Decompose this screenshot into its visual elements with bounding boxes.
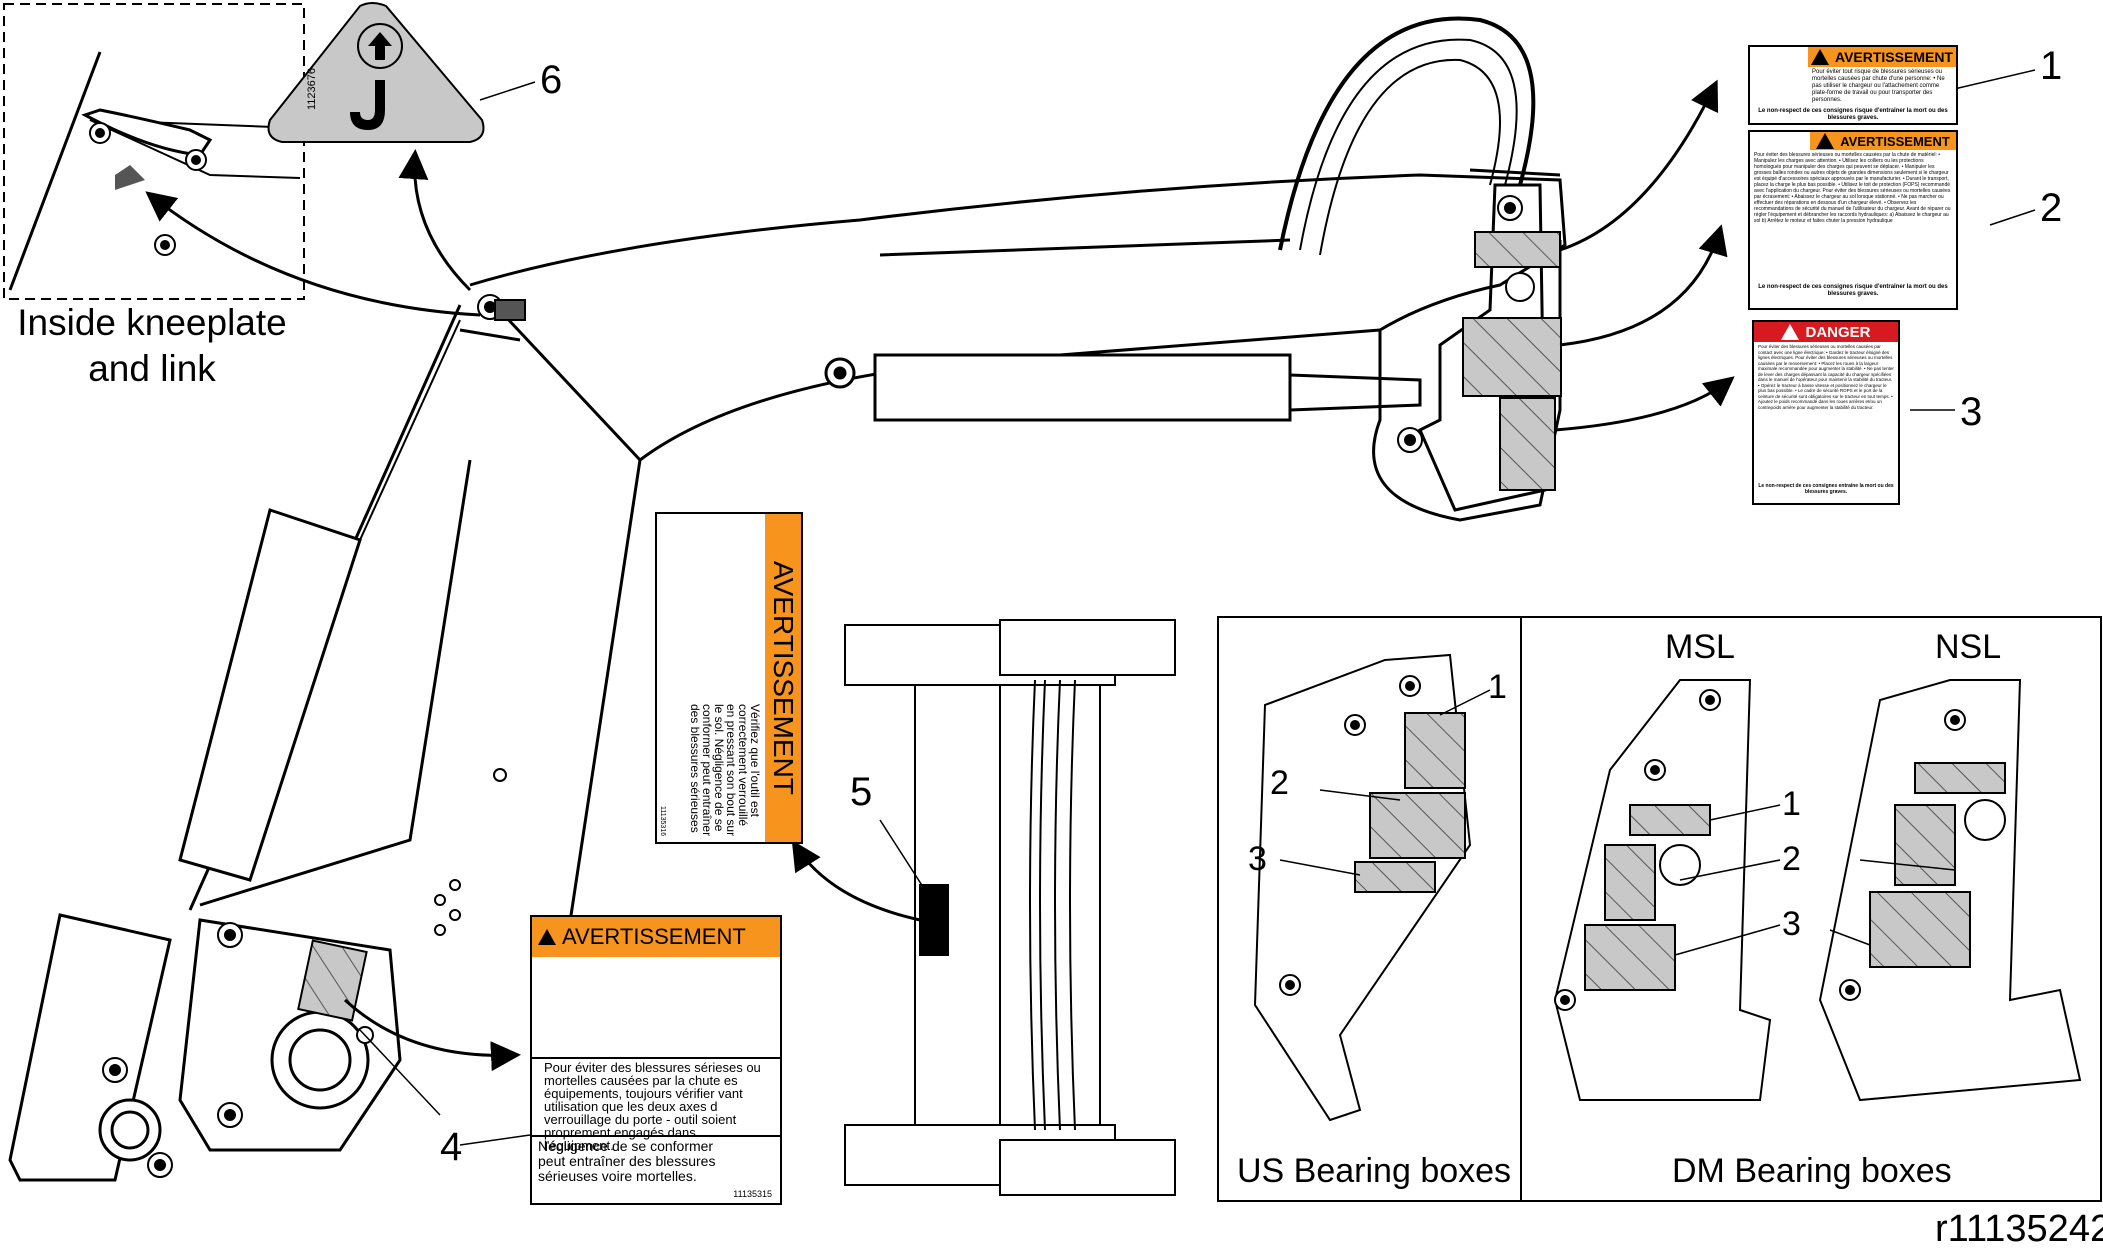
decal-4-part-number: 11135315 [733,1189,772,1199]
decal-4-body: Pour éviter des blessures sérieses ou mo… [532,1057,780,1152]
decal-3-body: Pour éviter des blessures sérieuses ou m… [1758,344,1894,410]
warning-icon [1811,49,1829,65]
callout-6: 6 [540,58,563,102]
decal-5: AVERTISSEMENT Vérifiez que l'outil est c… [655,512,803,844]
decal-4: AVERTISSEMENT Pour éviter des blessures … [530,915,782,1205]
decal-6-part-number: 1123676 [306,67,318,110]
decal-3-footer: Le non-respect de ces consignes entraîne… [1758,483,1894,495]
loader-boom [8,16,1567,1182]
inset-caption: Inside kneeplate and link [17,302,287,389]
us-callout-3: 3 [1248,840,1267,878]
bearing-box-panels [1217,616,2102,1202]
warning-icon [1816,133,1835,149]
decal-6-lift-point [267,2,485,143]
figure-id: r11135242 [1935,1208,2103,1250]
dm-callout-1: 1 [1782,785,1801,823]
inset-kneeplate [3,3,305,300]
decal-4-pictogram [532,957,780,1057]
decal-2: AVERTISSEMENT Pour éviter des blessures … [1748,130,1958,310]
decal-2-body: Pour éviter des blessures sérieuses ou m… [1754,152,1951,224]
msl-label: MSL [1665,628,1735,666]
decal-2-header: AVERTISSEMENT [1840,133,1950,149]
quick-attach-frame [844,619,1176,1196]
callout-4: 4 [440,1125,463,1169]
callout-1: 1 [2040,44,2063,88]
warning-icon [1781,324,1800,340]
callout-3: 3 [1960,390,1983,434]
decal-3: DANGER Pour éviter des blessures sérieus… [1752,320,1900,505]
callout-2: 2 [2040,186,2063,230]
us-callout-1: 1 [1488,668,1507,706]
pivot-bolts [102,195,1535,1178]
decal-1: AVERTISSEMENT Pour éviter tout risque de… [1748,45,1958,125]
leader-arrows [145,79,1735,1072]
dm-callout-2: 2 [1782,840,1801,878]
dm-callout-3: 3 [1782,905,1801,943]
us-bearing-caption: US Bearing boxes [1237,1152,1512,1190]
decal-3-header: DANGER [1805,323,1871,341]
dm-bearing-caption: DM Bearing boxes [1672,1152,1952,1190]
decal-2-footer: Le non-respect de ces consignes risque d… [1758,284,1948,297]
decal-1-body: Pour éviter tout risque de blessures sér… [1812,69,1945,103]
callout-leaders [359,69,2036,1146]
decal-5-body: Vérifiez que l'outil est correctement ve… [691,704,761,837]
decal-5-part-number: 11135316 [659,805,666,836]
decal-locations-boom [297,231,1562,1022]
decal-4-header: AVERTISSEMENT [562,924,746,949]
nsl-label: NSL [1935,628,2002,666]
us-callout-2: 2 [1270,764,1289,802]
callout-5: 5 [850,770,873,814]
decal-4-footer: Négligence de se conformer peut entraîne… [538,1138,716,1184]
decal-1-footer: Le non-respect de ces consignes risque d… [1758,108,1948,121]
warning-icon [538,929,556,945]
decal-5-header: AVERTISSEMENT [765,514,801,842]
decal-1-header: AVERTISSEMENT [1835,49,1953,65]
